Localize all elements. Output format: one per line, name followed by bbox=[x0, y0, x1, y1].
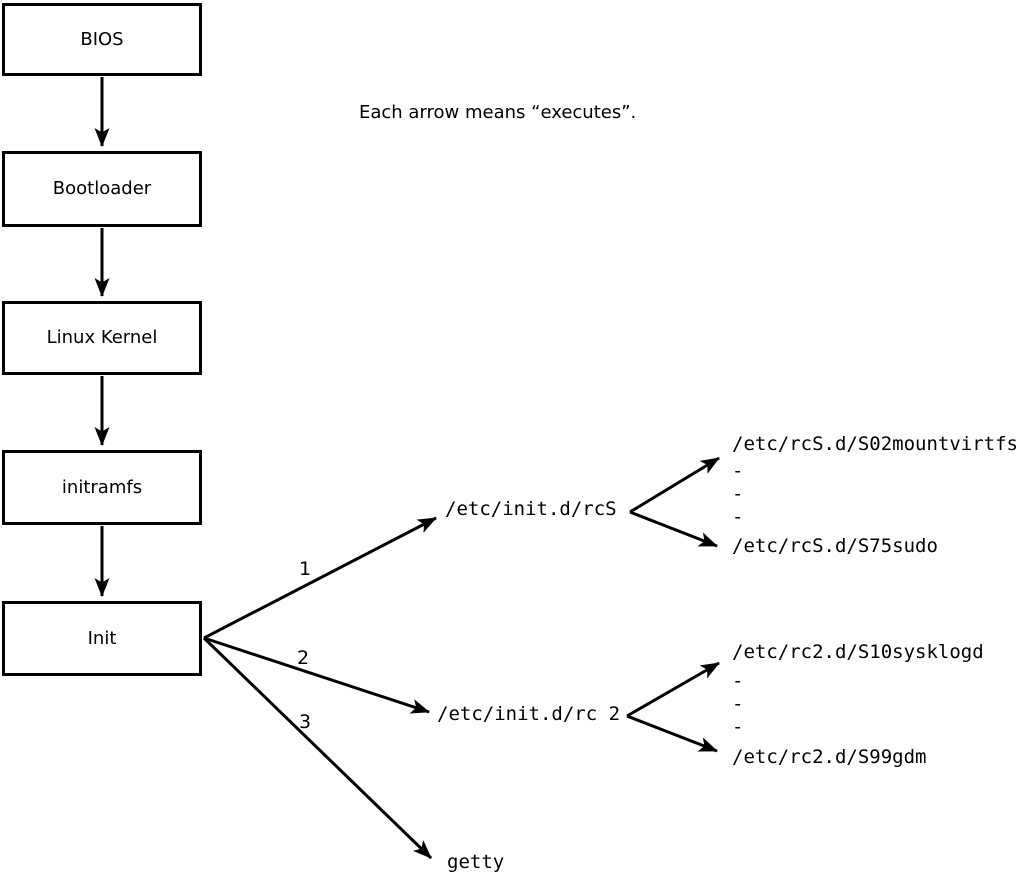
node-bootloader: Bootloader bbox=[2, 151, 202, 227]
node-init-label: Init bbox=[87, 627, 117, 649]
ellipsis-dash: - bbox=[732, 506, 744, 528]
ellipsis-dash: - bbox=[732, 670, 744, 692]
ellipsis-dash: - bbox=[732, 460, 744, 482]
script-s10sysklogd: /etc/rc2.d/S10sysklogd bbox=[732, 641, 984, 663]
arrow-rcs-to-s02mountvirtfs bbox=[629, 456, 720, 514]
arrow-order-3: 3 bbox=[299, 711, 312, 733]
script-s75sudo: /etc/rcS.d/S75sudo bbox=[732, 535, 938, 557]
target-rcs: /etc/init.d/rcS bbox=[445, 498, 617, 520]
ellipsis-dash: - bbox=[732, 693, 744, 715]
arrow-order-2: 2 bbox=[297, 647, 310, 669]
script-s02mountvirtfs: /etc/rcS.d/S02mountvirtfs bbox=[732, 433, 1018, 455]
target-getty: getty bbox=[447, 851, 505, 873]
ellipsis-dash: - bbox=[732, 483, 744, 505]
arrow-rc2-to-s10sysklogd bbox=[626, 661, 720, 718]
arrow-init-to-rcs bbox=[203, 516, 437, 640]
arrow-rc2-to-s99gdm bbox=[626, 714, 718, 753]
node-bios-label: BIOS bbox=[80, 28, 124, 50]
legend-note: Each arrow means “executes”. bbox=[359, 102, 637, 123]
node-bootloader-label: Bootloader bbox=[52, 178, 152, 199]
arrow-init-to-getty bbox=[202, 636, 433, 860]
node-initramfs-label: initramfs bbox=[61, 476, 143, 498]
arrow-init-to-rc2 bbox=[203, 636, 430, 714]
target-rc2: /etc/init.d/rc 2 bbox=[437, 703, 621, 725]
script-s99gdm: /etc/rc2.d/S99gdm bbox=[732, 746, 927, 768]
arrow-order-1: 1 bbox=[299, 558, 312, 580]
ellipsis-dash: - bbox=[732, 716, 744, 738]
arrow-rcs-to-s75sudo bbox=[629, 510, 718, 548]
node-bios: BIOS bbox=[2, 3, 202, 76]
node-linux-kernel: Linux Kernel bbox=[2, 301, 202, 375]
node-init: Init bbox=[2, 601, 202, 676]
node-linux-kernel-label: Linux Kernel bbox=[46, 327, 158, 348]
node-initramfs: initramfs bbox=[2, 450, 202, 525]
